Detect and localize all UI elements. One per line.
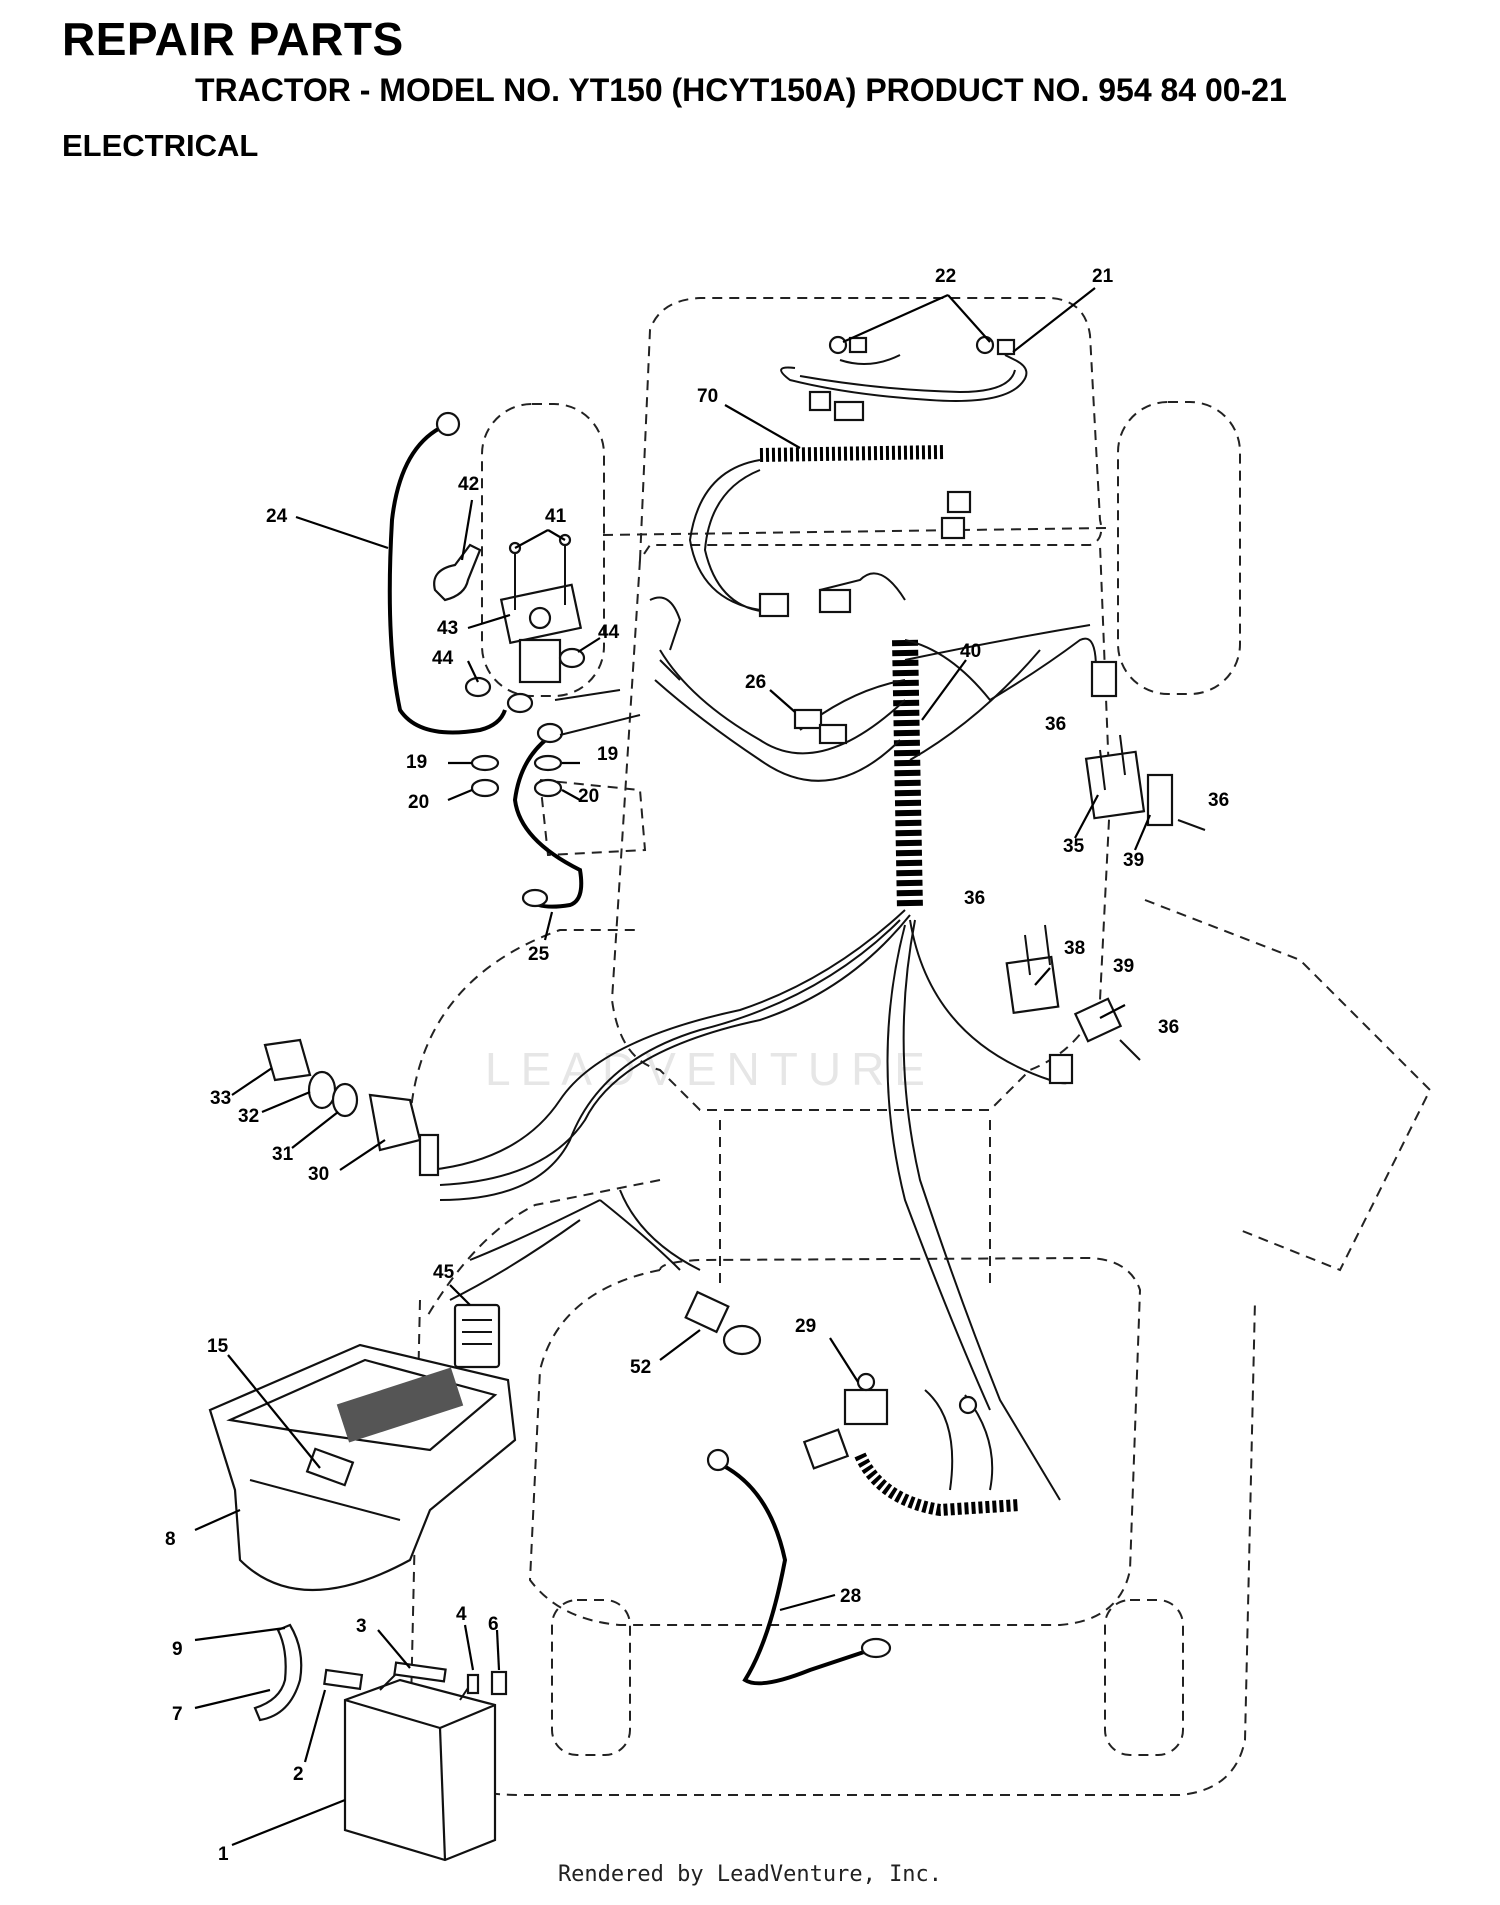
callout-39-lower: 39 (1113, 956, 1134, 977)
callout-6: 6 (488, 1614, 499, 1635)
callout-36-lower: 36 (1158, 1017, 1179, 1038)
bracket-35 (1084, 750, 1146, 820)
conduit-40 (892, 639, 923, 911)
main-harness (429, 572, 1118, 1501)
bulb-icon (975, 335, 995, 355)
callout-9: 9 (172, 1639, 183, 1660)
switch-39-lower (1073, 997, 1123, 1043)
bracket-38 (1005, 955, 1060, 1015)
lamp-socket-52 (684, 1290, 730, 1334)
callout-38: 38 (1064, 938, 1085, 959)
callout-19-left: 19 (406, 752, 427, 773)
callout-1: 1 (218, 1844, 229, 1865)
callout-43: 43 (437, 618, 458, 639)
callout-25: 25 (528, 944, 550, 965)
page-title: REPAIR PARTS (62, 13, 404, 65)
ignition-switch (263, 1038, 440, 1177)
fuse-45 (453, 1303, 501, 1369)
callout-22: 22 (935, 266, 956, 287)
headlight-harness (688, 335, 1028, 614)
callout-36-middle: 36 (964, 888, 985, 909)
vent-tube-7 (253, 1623, 303, 1722)
callout-45: 45 (433, 1262, 455, 1283)
callout-3: 3 (356, 1616, 367, 1637)
callout-24: 24 (266, 506, 288, 527)
callout-36-upper: 36 (1045, 714, 1066, 735)
ring-terminal-icon (435, 411, 461, 437)
bolt-2 (323, 1668, 364, 1691)
callout-44-right: 44 (598, 622, 620, 643)
coil-cable (854, 1452, 1021, 1517)
callout-28: 28 (840, 1586, 861, 1607)
cover-6 (490, 1670, 508, 1696)
callout-42: 42 (458, 474, 479, 495)
solenoid-assembly (433, 533, 682, 798)
callout-31: 31 (272, 1144, 294, 1165)
callout-26: 26 (745, 672, 766, 693)
callout-20-right: 20 (578, 786, 599, 807)
callout-8: 8 (165, 1529, 176, 1550)
callout-44-left: 44 (432, 648, 454, 669)
callout-30: 30 (308, 1164, 329, 1185)
callout-39-upper: 39 (1123, 850, 1144, 871)
leader-lines (194, 287, 1152, 1847)
callout-15: 15 (207, 1336, 229, 1357)
switch-39-upper (1146, 773, 1174, 827)
nut-4 (466, 1673, 480, 1695)
callout-29: 29 (795, 1316, 816, 1337)
callout-70: 70 (697, 386, 718, 407)
callout-19-right: 19 (597, 744, 618, 765)
ring-terminal-icon (521, 888, 549, 908)
watermark-text: LEADVENTURE (485, 1043, 935, 1095)
callout-35: 35 (1063, 836, 1085, 857)
ground-cable-28 (721, 1463, 871, 1686)
conduit-70 (759, 445, 946, 462)
battery-box (208, 1343, 517, 1591)
callout-40: 40 (960, 641, 981, 662)
callout-33: 33 (210, 1088, 231, 1109)
callout-21: 21 (1092, 266, 1114, 287)
footer-credit: Rendered by LeadVenture, Inc. (557, 1862, 943, 1887)
section-title: ELECTRICAL (62, 128, 259, 163)
bulb-icon (828, 335, 848, 355)
callout-20-left: 20 (408, 792, 429, 813)
page-subtitle: TRACTOR - MODEL NO. YT150 (HCYT150A) PRO… (195, 72, 1287, 108)
switch-29 (843, 1388, 889, 1426)
callout-4: 4 (456, 1604, 467, 1625)
callout-36-right: 36 (1208, 790, 1229, 811)
callout-labels: 22 21 70 42 41 24 43 44 44 40 26 19 19 2… (165, 266, 1229, 1865)
callout-7: 7 (172, 1704, 183, 1725)
cable-25 (512, 736, 584, 909)
tractor-outline (408, 297, 1432, 1796)
callout-41: 41 (545, 506, 567, 527)
callout-2: 2 (293, 1764, 304, 1785)
battery-cable-24 (387, 426, 507, 735)
battery (343, 1674, 497, 1862)
terminal-3 (393, 1661, 447, 1683)
callout-32: 32 (238, 1106, 259, 1127)
callout-52: 52 (630, 1357, 651, 1378)
